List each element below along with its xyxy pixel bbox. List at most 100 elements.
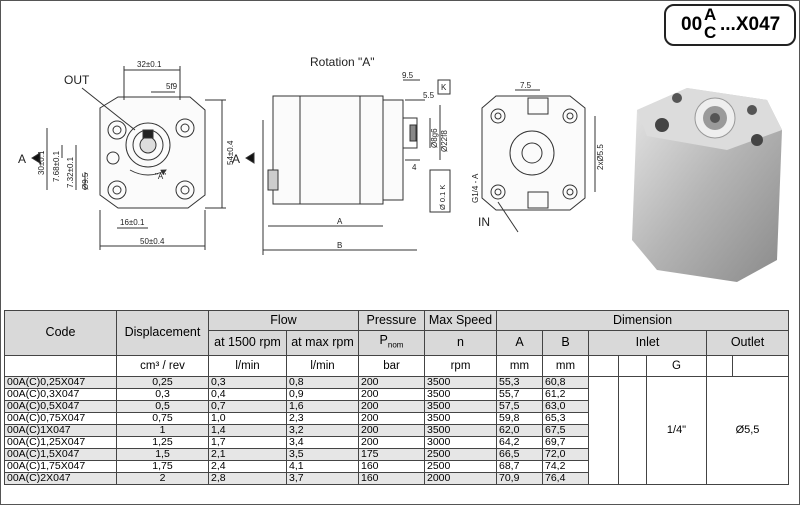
side-view [262, 79, 451, 255]
dim-30: 30±0.1 [37, 150, 46, 175]
cell-pressure: 200 [358, 399, 425, 413]
cell-a: 66,5 [496, 447, 543, 461]
inlet-blank-1 [588, 375, 619, 485]
pump-photo [632, 88, 782, 282]
cell-flow-max: 1,6 [286, 399, 359, 413]
header-flow-1500: at 1500 rpm [208, 330, 287, 356]
header-n: n [424, 330, 497, 356]
outlet-value: Ø5,5 [706, 375, 789, 485]
out-label: OUT [64, 73, 90, 87]
dim-7-5: 7.5 [520, 81, 532, 90]
cell-displacement: 1,5 [116, 447, 209, 461]
cell-flow-1500: 0,3 [208, 375, 287, 389]
cell-displacement: 0,3 [116, 387, 209, 401]
cell-pressure: 200 [358, 411, 425, 425]
dim-a: A [337, 217, 343, 226]
dim-7-68: 7.68±0.1 [52, 150, 61, 182]
cell-flow-1500: 2,8 [208, 471, 287, 485]
cell-displacement: 0,5 [116, 399, 209, 413]
dim-dia8: Ø8g6 [430, 128, 439, 148]
header-pnom: Pnom [358, 330, 425, 356]
cell-pressure: 200 [358, 387, 425, 401]
cell-code: 00A(C)0,25X047 [4, 375, 117, 389]
dim-dia22: Ø22f8 [440, 130, 449, 152]
cell-b: 63,0 [542, 399, 589, 413]
cell-speed: 3000 [424, 435, 497, 449]
cell-flow-max: 0,8 [286, 375, 359, 389]
cell-flow-max: 3,7 [286, 471, 359, 485]
rotation-label: Rotation "A" [310, 55, 375, 69]
units-b: mm [542, 354, 589, 377]
header-displacement: Displacement [116, 310, 209, 356]
cell-flow-1500: 2,4 [208, 459, 287, 473]
cell-b: 61,2 [542, 387, 589, 401]
cell-speed: 2000 [424, 471, 497, 485]
dim-54: 54±0.4 [226, 140, 235, 165]
cell-flow-max: 3,5 [286, 447, 359, 461]
cell-code: 00A(C)1X047 [4, 423, 117, 437]
cell-flow-1500: 0,4 [208, 387, 287, 401]
dim-g14: G1/4 - A [471, 173, 480, 203]
header-outlet: Outlet [706, 330, 789, 356]
header-a: A [496, 330, 543, 356]
cell-flow-max: 3,4 [286, 435, 359, 449]
dim-b: B [337, 241, 342, 250]
cell-speed: 3500 [424, 411, 497, 425]
cell-flow-max: 3,2 [286, 423, 359, 437]
cell-speed: 3500 [424, 387, 497, 401]
cell-a: 55,7 [496, 387, 543, 401]
cell-speed: 3500 [424, 399, 497, 413]
cell-pressure: 200 [358, 375, 425, 389]
cell-b: 69,7 [542, 435, 589, 449]
in-label: IN [478, 215, 490, 229]
cell-a: 70,9 [496, 471, 543, 485]
dim-9-5-side: 9.5 [402, 71, 414, 80]
header-pressure: Pressure [358, 310, 425, 331]
cell-pressure: 160 [358, 471, 425, 485]
units-a: mm [496, 354, 543, 377]
cell-a: 68,7 [496, 459, 543, 473]
arrow-a-left: A [18, 152, 26, 166]
header-max-speed: Max Speed [424, 310, 497, 331]
cell-code: 00A(C)0,5X047 [4, 399, 117, 413]
units-inlet-2 [618, 354, 647, 377]
cell-b: 72,0 [542, 447, 589, 461]
rotation-mark: "A" [155, 172, 166, 181]
arrow-a-right: A [232, 152, 240, 166]
cell-code: 00A(C)0,3X047 [4, 387, 117, 401]
dim-16: 16±0.1 [120, 218, 145, 227]
cell-b: 67,5 [542, 423, 589, 437]
title-variant-a: A [704, 5, 717, 24]
inlet-value: 1/4" [646, 375, 707, 485]
units-pressure: bar [358, 354, 425, 377]
cell-code: 00A(C)1,25X047 [4, 435, 117, 449]
header-flow-max: at max rpm [286, 330, 359, 356]
box-k: K [441, 83, 447, 92]
dim-5-5: 5.5 [423, 91, 435, 100]
dim-32: 32±0.1 [137, 60, 162, 69]
cell-pressure: 160 [358, 459, 425, 473]
title-suffix: ...X047 [720, 14, 781, 35]
units-inlet-1 [588, 354, 619, 377]
cell-a: 62,0 [496, 423, 543, 437]
cell-code: 00A(C)0,75X047 [4, 411, 117, 425]
cell-displacement: 0,25 [116, 375, 209, 389]
dim-7-32: 7.32±0.1 [66, 156, 75, 188]
units-outlet-1 [706, 354, 733, 377]
cell-a: 64,2 [496, 435, 543, 449]
units-code [4, 354, 117, 377]
cell-b: 60,8 [542, 375, 589, 389]
front-view [46, 66, 226, 250]
cell-speed: 3500 [424, 375, 497, 389]
header-dimension: Dimension [496, 310, 789, 331]
cell-displacement: 1 [116, 423, 209, 437]
cell-a: 57,5 [496, 399, 543, 413]
cell-pressure: 175 [358, 447, 425, 461]
technical-drawing: Rotation "A" OUT IN A A "A" 32±0.1 5f9 5… [18, 55, 605, 255]
tolerance-box: Ø 0.1 K [438, 185, 447, 210]
cell-speed: 3500 [424, 423, 497, 437]
